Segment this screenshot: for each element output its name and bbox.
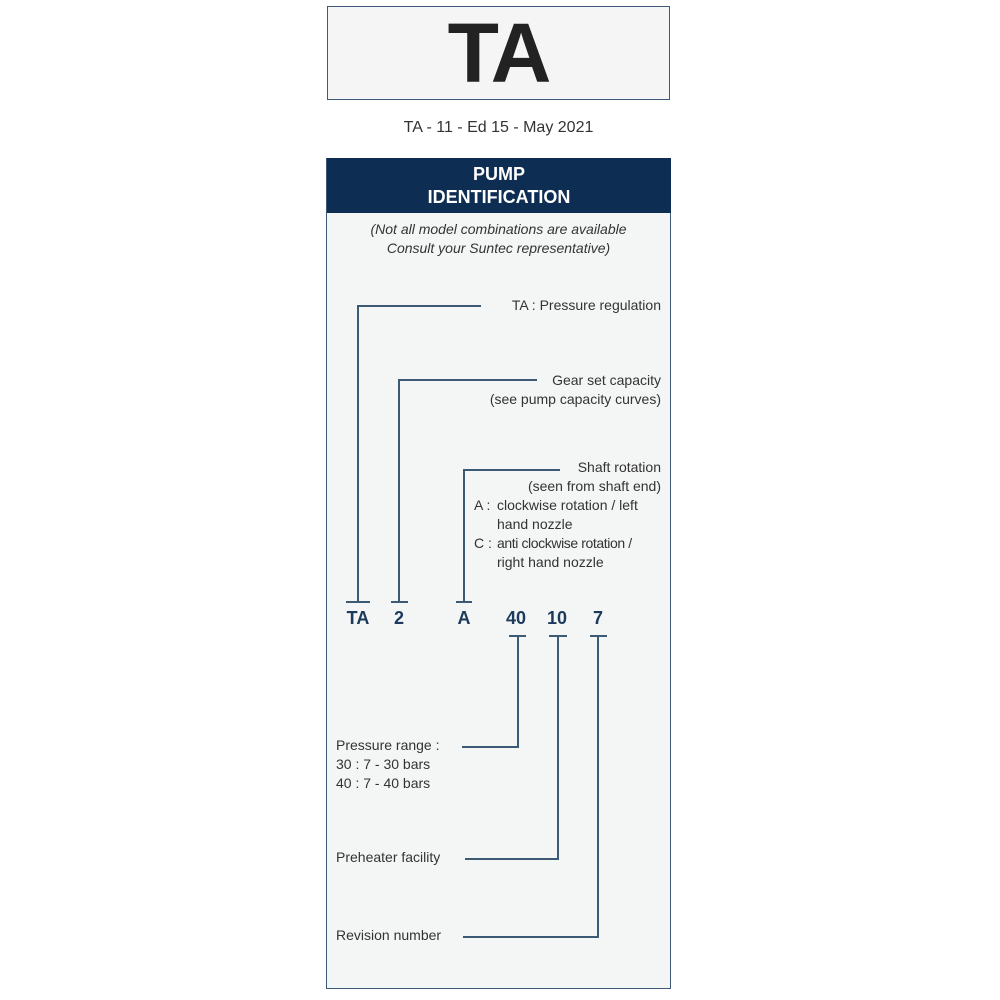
shaft-connector [463,469,560,602]
option-c-text1: anti clockwise rotation / [497,535,632,551]
option-a-text2: hand nozzle [497,516,573,532]
code-shaft: A [457,608,471,628]
code-revision: 7 [592,608,604,628]
code-pressure: 40 [505,608,527,628]
option-a-key: A : [474,497,491,513]
preheater-connector [465,636,559,860]
pressure-line2: 30 : 7 - 30 bars [336,756,431,772]
note-line2: Consult your Suntec representative) [386,240,611,256]
edition-text: TA - 11 - Ed 15 - May 2021 [403,119,594,136]
revision-connector [463,636,599,938]
identification-panel [326,158,671,989]
option-a-text1: clockwise rotation / left [497,497,638,513]
shaft-label: Shaft rotation (seen from shaft end) [470,458,661,496]
header-line1: PUMP [472,164,525,184]
revision-label: Revision number [336,927,442,943]
pressure-label: Pressure range : 30 : 7 - 30 bars 40 : 7… [336,736,440,793]
gear-connector [398,379,537,602]
availability-note: (Not all model combinations are availabl… [327,220,670,258]
panel-header: PUMP IDENTIFICATION [327,158,671,213]
title-box: TA [327,6,670,100]
code-preheater: 10 [546,608,568,628]
note-line1: (Not all model combinations are availabl… [370,221,627,237]
gear-line2: (see pump capacity curves) [489,391,661,407]
header-line2: IDENTIFICATION [427,187,571,207]
pressure-line3: 40 : 7 - 40 bars [336,775,431,791]
regulation-label: TA : Pressure regulation [511,297,661,313]
code-ta: TA [346,608,370,628]
gear-label: Gear set capacity (see pump capacity cur… [440,371,661,409]
shaft-options: A : clockwise rotation / left hand nozzle… [474,496,669,572]
shaft-line1: Shaft rotation [577,459,661,475]
pressure-line1: Pressure range : [336,737,440,753]
pressure-connector [462,636,519,748]
gear-line1: Gear set capacity [552,372,661,388]
option-c-text2: right hand nozzle [497,554,604,570]
option-c-key: C : [474,535,492,551]
preheater-label: Preheater facility [336,849,441,865]
regulation-connector [357,305,481,602]
shaft-line2: (seen from shaft end) [527,478,661,494]
code-gear: 2 [393,608,405,628]
title: TA [447,5,552,100]
